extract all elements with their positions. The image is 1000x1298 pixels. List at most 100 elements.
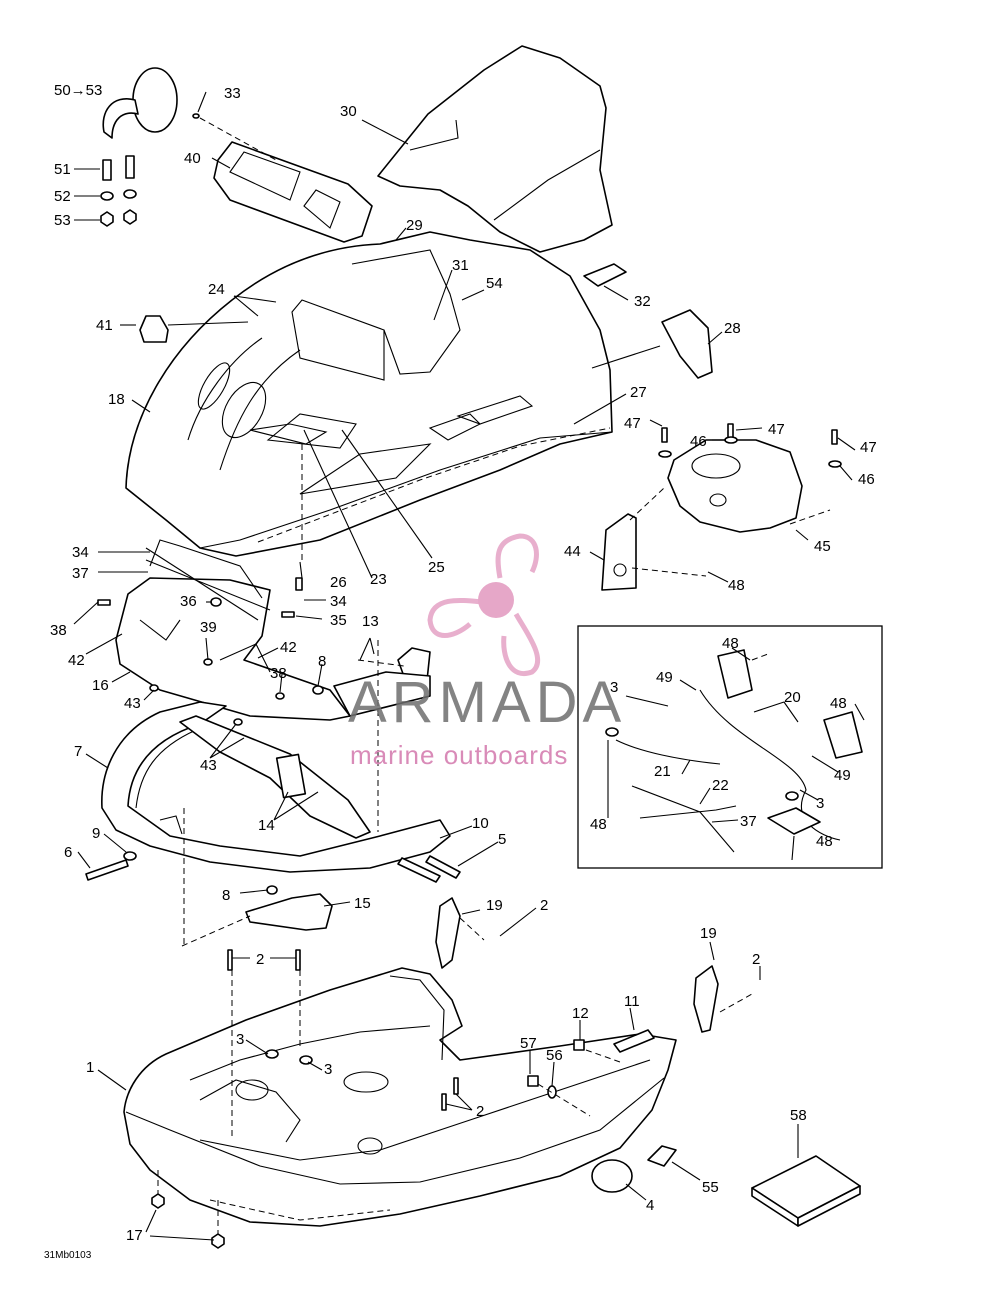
armada-watermark: ARMADA marine outboards: [348, 533, 626, 770]
callout-1: 1: [86, 1059, 94, 1076]
handle-part: [613, 1029, 655, 1053]
callout-54: 54: [486, 275, 503, 292]
misc-fasteners: [97, 113, 459, 1111]
callout-2-bottom: 2: [476, 1103, 484, 1120]
callout-34-right: 34: [330, 593, 347, 610]
callout-52: 52: [54, 188, 71, 205]
callout-19-right: 19: [700, 925, 717, 942]
callout-43-left: 43: [124, 695, 141, 712]
bracket-part: [333, 671, 431, 717]
callout-37-inset: 37: [740, 813, 757, 830]
callout-44: 44: [564, 543, 581, 560]
callout-35: 35: [330, 612, 347, 629]
callout-2-left: 2: [256, 951, 264, 968]
cap-part: [591, 1159, 633, 1193]
watermark-brand: ARMADA: [348, 670, 626, 735]
callout-48-inset-top: 48: [722, 635, 739, 652]
callout-49-inset-right: 49: [834, 767, 851, 784]
callout-18: 18: [108, 391, 125, 408]
hood-part: [125, 231, 613, 557]
callout-58: 58: [790, 1107, 807, 1124]
bracket-19a-part: [435, 897, 461, 969]
callout-8-top: 8: [318, 653, 326, 670]
callout-47-right: 47: [860, 439, 877, 456]
callout-9: 9: [92, 825, 100, 842]
callout-labels: 50→53 33 30 51 52 53 40 29 31 54 32 24 4…: [50, 82, 877, 1244]
callout-15: 15: [354, 895, 371, 912]
plate-part: [245, 893, 333, 931]
hood-latch-part: [139, 315, 169, 343]
bumper-part: [101, 701, 451, 873]
rear-cover-part: [667, 439, 803, 533]
callout-19-left: 19: [486, 897, 503, 914]
callout-2-right: 2: [752, 951, 760, 968]
clip-part: [583, 263, 627, 287]
callout-14: 14: [258, 817, 275, 834]
inset-detail-box: [577, 625, 883, 869]
callout-50-53: 50→53: [54, 82, 102, 99]
callout-16: 16: [92, 677, 109, 694]
callout-57: 57: [520, 1035, 537, 1052]
callout-30: 30: [340, 103, 357, 120]
callout-3-inset-top: 3: [610, 679, 618, 696]
callout-40: 40: [184, 150, 201, 167]
callout-53: 53: [54, 212, 71, 229]
callout-48-top: 48: [728, 577, 745, 594]
callout-12: 12: [572, 1005, 589, 1022]
screws-47-46: [658, 423, 842, 468]
callout-51: 51: [54, 161, 71, 178]
mirror-hardware: [100, 155, 137, 227]
bolts-6-9: [85, 851, 461, 883]
callout-28: 28: [724, 320, 741, 337]
callout-43-mid: 43: [200, 757, 217, 774]
callout-4: 4: [646, 1197, 654, 1214]
console-part: [213, 141, 373, 243]
callout-27: 27: [630, 384, 647, 401]
manual-pack-part: [751, 1155, 861, 1227]
callout-31: 31: [452, 257, 469, 274]
callout-48-inset-bottom: 48: [816, 833, 833, 850]
callout-3-inset-right: 3: [816, 795, 824, 812]
windshield-part: [377, 45, 613, 253]
callout-39: 39: [200, 619, 217, 636]
bracket-19b-part: [693, 965, 719, 1033]
callout-38-right: 38: [270, 665, 287, 682]
callout-21: 21: [654, 763, 671, 780]
callout-2-top: 2: [540, 897, 548, 914]
callout-8-bottom: 8: [222, 887, 230, 904]
callout-3-bottom-left: 3: [236, 1031, 244, 1048]
callout-36: 36: [180, 593, 197, 610]
part-shapes: [85, 45, 883, 1249]
callout-5: 5: [498, 831, 506, 848]
callout-6: 6: [64, 844, 72, 861]
watermark-tagline: marine outboards: [350, 740, 568, 770]
callout-42-left: 42: [68, 652, 85, 669]
callout-45: 45: [814, 538, 831, 555]
callout-24: 24: [208, 281, 225, 298]
leader-lines: [73, 91, 865, 1241]
callout-23: 23: [370, 571, 387, 588]
callout-11: 11: [624, 993, 640, 1010]
callout-13: 13: [362, 613, 379, 630]
callout-56: 56: [546, 1047, 563, 1064]
side-bracket-part: [601, 513, 637, 591]
callout-20: 20: [784, 689, 801, 706]
bottom-pan-part: [123, 967, 677, 1227]
callout-55: 55: [702, 1179, 719, 1196]
callout-26: 26: [330, 574, 347, 591]
callout-29: 29: [406, 217, 423, 234]
propeller-hub: [478, 582, 514, 618]
callout-32: 32: [634, 293, 651, 310]
callout-17: 17: [126, 1227, 143, 1244]
callout-47-left: 47: [624, 415, 641, 432]
callout-48-inset-right: 48: [830, 695, 847, 712]
callout-3-bottom-mid: 3: [324, 1061, 332, 1078]
callout-42-right: 42: [280, 639, 297, 656]
diagram-code: 31Mb0103: [44, 1250, 92, 1261]
callout-47-mid: 47: [768, 421, 785, 438]
callout-22: 22: [712, 777, 729, 794]
callout-37-left: 37: [72, 565, 89, 582]
reflector-part: [647, 1145, 677, 1167]
mirror-part: [102, 67, 178, 139]
